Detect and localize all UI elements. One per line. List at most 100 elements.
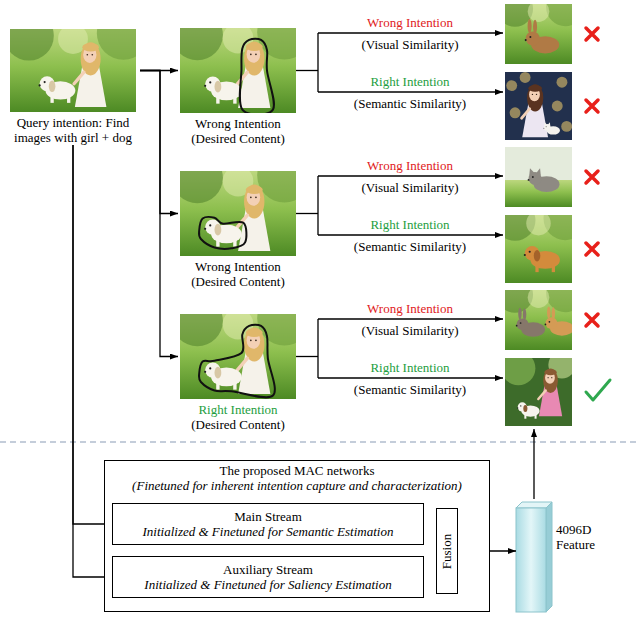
- network-box: The proposed MAC networks(Finetuned for …: [104, 460, 490, 612]
- rabbit-ear: [518, 308, 521, 320]
- branch-arrow: [318, 175, 503, 176]
- light-background: [505, 147, 572, 207]
- connector-arrow: [140, 71, 178, 357]
- similarity-label: (Semantic Similarity): [354, 382, 466, 397]
- animal-nose: [39, 84, 41, 86]
- animal-eye: [532, 176, 534, 178]
- intention-outline: [199, 217, 246, 249]
- animal-eye: [209, 367, 211, 369]
- node-subtitle: (Desired Content): [178, 274, 298, 289]
- node-title: The proposed MAC networks: [109, 463, 485, 478]
- animal-eye: [209, 224, 211, 226]
- separator-line: [0, 441, 639, 442]
- animal-nose: [543, 127, 545, 129]
- photo-blob: [546, 4, 572, 26]
- photo-blob: [97, 29, 136, 60]
- girl-eye: [548, 377, 549, 378]
- bokeh-light: [520, 72, 531, 83]
- similarity-label: (Semantic Similarity): [354, 239, 466, 254]
- cat-ear: [544, 122, 547, 126]
- photo: [505, 72, 572, 140]
- rabbit-ear: [528, 19, 532, 33]
- girl-eye: [250, 340, 252, 342]
- girl-fringe: [544, 369, 556, 375]
- animal-nose: [516, 325, 518, 327]
- girl-eye: [551, 377, 552, 378]
- similarity-label: (Visual Similarity): [361, 37, 458, 52]
- animal-nose: [545, 324, 547, 326]
- dog-ear: [215, 367, 222, 379]
- dog-leg: [552, 265, 555, 272]
- branch-line: [317, 319, 318, 378]
- branch-line: [317, 33, 318, 92]
- photo: [180, 28, 296, 113]
- girl-fringe: [528, 85, 542, 92]
- girl-hair: [244, 328, 264, 362]
- bokeh-light: [557, 77, 568, 88]
- bokeh-light: [510, 107, 521, 118]
- dog-leg: [216, 382, 219, 390]
- rabbit-head: [526, 32, 540, 46]
- dog-ear: [215, 81, 222, 93]
- dog-leg: [216, 239, 219, 247]
- dog-leg: [50, 95, 53, 102]
- photo-blob: [180, 28, 223, 60]
- node-title: Fusion: [440, 533, 455, 568]
- animal-eye: [545, 126, 547, 128]
- cross-mark: [586, 100, 598, 112]
- intention-image: Wrong Intention(Desired Content): [178, 28, 298, 146]
- photo: [180, 314, 296, 399]
- dog-head: [205, 362, 220, 377]
- girl-eye: [91, 54, 93, 56]
- cross-mark: [586, 314, 598, 326]
- rabbit-ear: [523, 308, 526, 320]
- similarity-label: (Semantic Similarity): [354, 96, 466, 111]
- fusion-box: Fusion: [436, 508, 458, 594]
- girl-fringe: [246, 42, 263, 51]
- photo: [180, 171, 296, 256]
- node-title: 4096D Feature: [556, 522, 606, 552]
- animal-eye: [549, 321, 551, 323]
- branch-arrow: [318, 318, 503, 319]
- bokeh-light: [561, 121, 572, 132]
- dog-head: [40, 76, 55, 91]
- branch-line: [296, 356, 318, 357]
- cross-mark: [586, 171, 598, 183]
- branch-line: [317, 176, 318, 235]
- cross-mark: [586, 243, 598, 255]
- girl-eye: [250, 54, 252, 56]
- dog-body: [211, 368, 242, 387]
- animal-nose: [524, 254, 526, 256]
- photo-blob: [10, 29, 54, 61]
- girl-eye: [255, 340, 257, 342]
- girl-eye: [536, 94, 537, 95]
- dog-leg: [524, 414, 526, 419]
- dog-leg: [535, 265, 538, 272]
- node-subtitle: (Desired Content): [178, 417, 298, 432]
- node-title: Wrong Intention: [178, 116, 298, 131]
- photo-blob: [505, 358, 535, 385]
- check-mark: [586, 380, 610, 400]
- similarity-label: (Visual Similarity): [361, 180, 458, 195]
- node-title: Wrong Intention: [178, 259, 298, 274]
- animal-nose: [517, 407, 518, 408]
- animal-eye: [44, 81, 46, 83]
- dog-leg: [67, 95, 70, 102]
- dog-body: [211, 82, 242, 101]
- query-image: Query intention: Find images with girl +…: [6, 29, 140, 145]
- cat-ear: [529, 168, 534, 175]
- dog-ear: [523, 405, 527, 412]
- bokeh-light: [552, 101, 563, 112]
- branch-line: [296, 70, 318, 71]
- dog-head: [518, 402, 527, 411]
- photo-blob: [528, 4, 550, 22]
- connector-arrow: [140, 71, 178, 214]
- photo: [505, 290, 572, 350]
- cross-mark: [586, 28, 598, 40]
- animal-nose: [204, 371, 206, 373]
- rabbit-ear: [533, 20, 537, 34]
- node-subtitle: (Finetuned for inherent intention captur…: [109, 478, 485, 493]
- node-subtitle: Initialized & Finetuned for Semantic Est…: [143, 524, 394, 539]
